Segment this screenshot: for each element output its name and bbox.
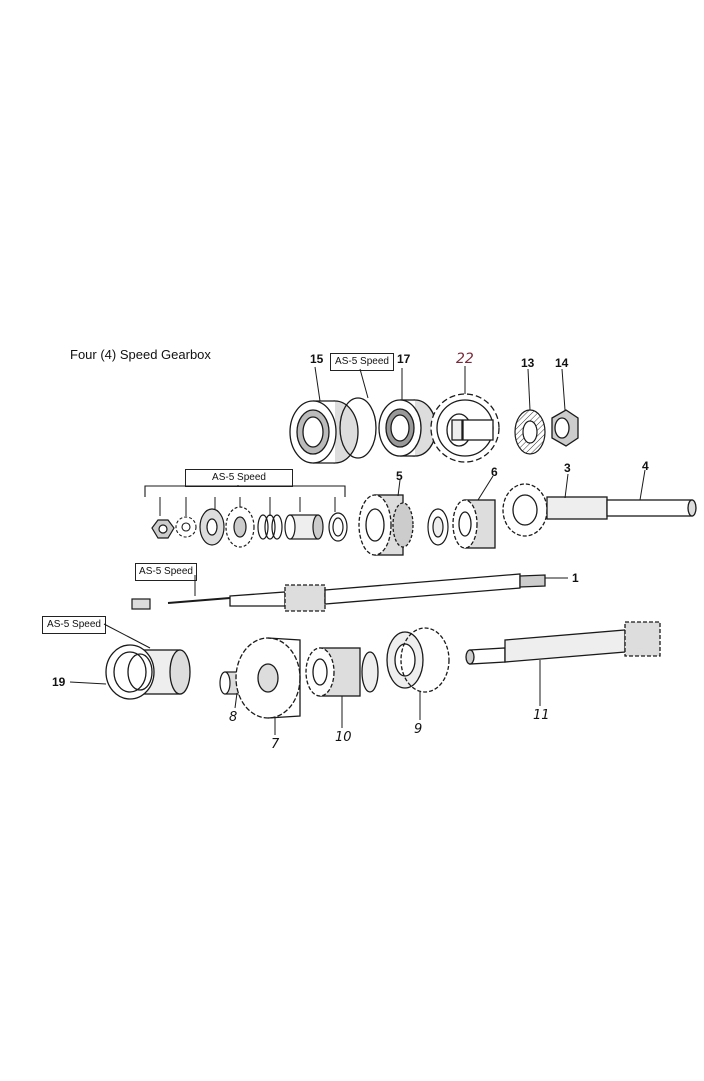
bearing-leader [103,623,151,649]
part-label-8: 8 [229,710,237,725]
mainshaft-1 [229,573,546,612]
part-label-5: 5 [396,469,403,483]
gear-7 [235,637,301,719]
part-label-3: 3 [564,461,571,475]
part-label-13: 13 [521,356,535,370]
bearing-17 [378,399,437,457]
gear-3 [502,483,608,537]
small-gear [225,506,255,548]
part-label-17: 17 [397,352,411,366]
part-label-22: 22 [456,351,474,367]
part-label-14: 14 [555,356,569,370]
spring [257,514,283,540]
number-leaders [69,366,646,735]
part-label-1: 1 [572,571,579,585]
bush-ring [427,508,449,546]
part-label-7: 7 [271,737,280,752]
washer [328,512,348,542]
nut-14 [551,409,579,447]
circlip-ring [339,397,377,459]
gear-6 [452,499,496,549]
gear-9 [386,627,450,693]
lockwasher-13 [514,409,546,455]
cam-plate [199,508,225,546]
part-label-9: 9 [414,722,422,737]
bearing-19 [105,644,191,700]
part-label-11: 11 [533,708,550,723]
part-label-6: 6 [491,465,498,479]
star-washer [175,516,197,538]
gear-5 [358,494,414,556]
callout-as5-top: AS-5 Speed [330,353,394,371]
gear-10 [305,647,379,697]
pin [131,598,151,610]
diagram-title: Four (4) Speed Gearbox [70,347,211,362]
sprocket-22 [430,393,500,463]
layshaft-11 [465,621,661,665]
sleeve [284,514,324,540]
callout-as5-shaft: AS-5 Speed [135,563,197,581]
part-label-10: 10 [335,730,352,745]
part-label-4: 4 [642,459,649,473]
push-rod [167,597,231,604]
small-nut [151,519,175,539]
group-bracket [144,485,346,497]
shaft-4 [606,499,697,517]
part-label-19: 19 [52,675,66,689]
part-label-15: 15 [310,352,324,366]
bearing-15 [289,400,359,464]
